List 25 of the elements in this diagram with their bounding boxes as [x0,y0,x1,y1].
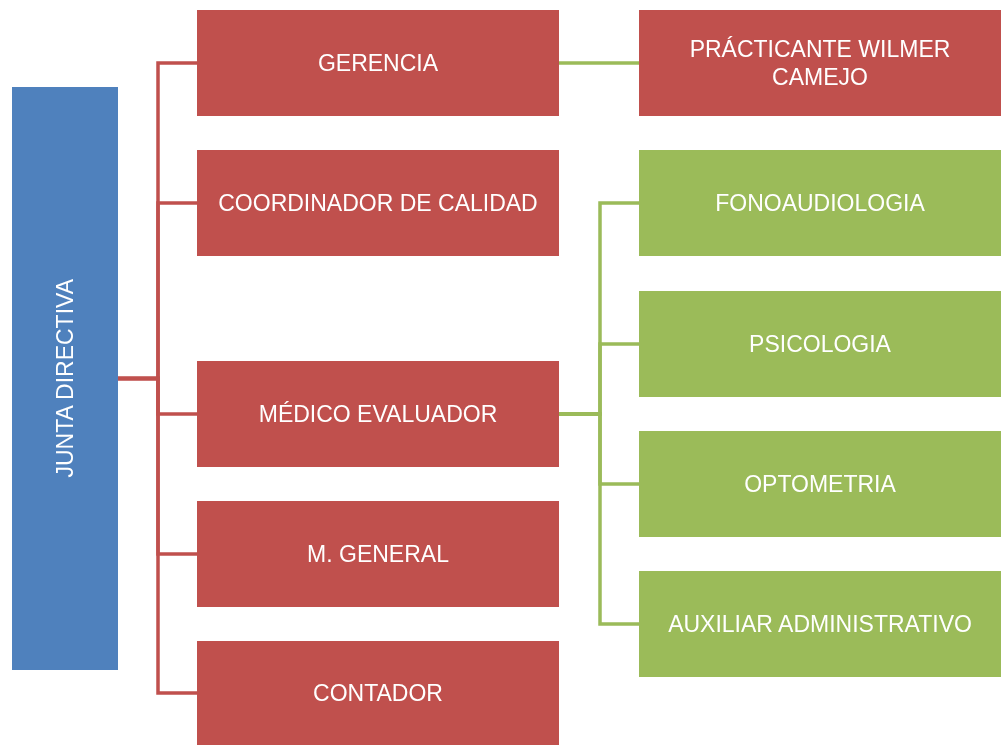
role-title: JUNTA DIRECTIVA [51,279,79,478]
role-box [639,571,1001,677]
connector-line [559,61,639,65]
role-title: GERENCIA [317,49,439,77]
role-box [197,150,559,256]
role-title: OPTOMETRIA [744,470,896,498]
role-title: MÉDICO EVALUADOR [258,400,498,428]
role-box [197,361,559,467]
role-title: PRÁCTICANTE WILMER CAMEJO [688,35,952,91]
role-box [197,501,559,607]
board-box [12,87,118,670]
role-box [197,641,559,745]
role-box [639,431,1001,537]
role-title: COORDINADOR DE CALIDAD [218,189,538,217]
role-title: AUXILIAR ADMINISTRATIVO [668,610,972,638]
connector-line [559,412,639,626]
role-box [639,291,1001,397]
role-title: M. GENERAL [307,540,449,568]
connector-line [118,376,197,695]
role-title: CONTADOR [313,679,443,707]
role-box [639,10,1001,116]
role-box [197,10,559,116]
role-title: FONOAUDIOLOGIA [715,189,925,217]
role-box [639,150,1001,256]
role-title: PSICOLOGIA [749,330,891,358]
